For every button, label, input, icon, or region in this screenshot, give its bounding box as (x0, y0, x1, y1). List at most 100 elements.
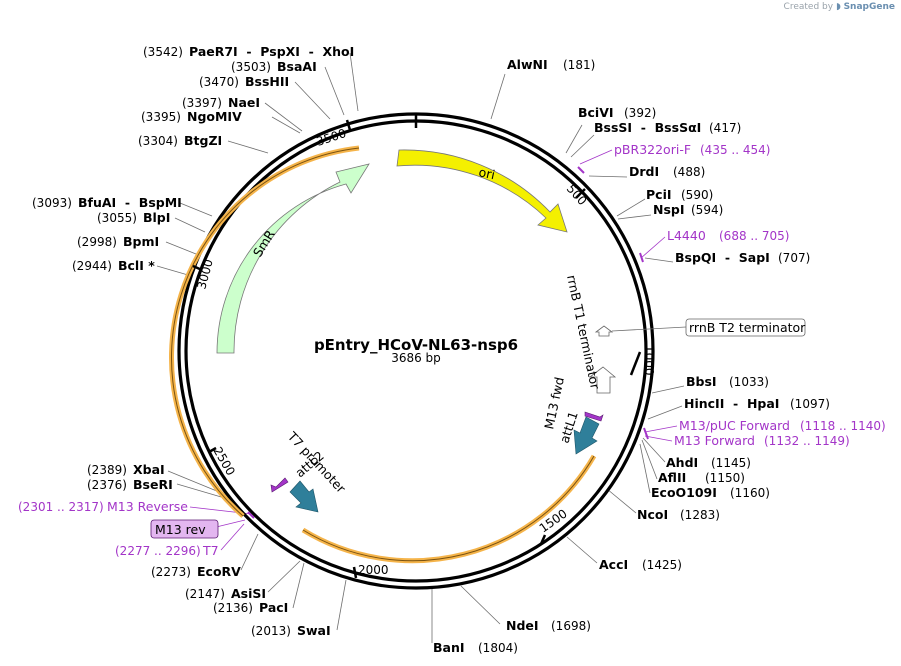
ring-ticks (192, 119, 642, 579)
site-alwni-pos: (181) (563, 58, 595, 72)
tick-2000: 2000 (358, 563, 389, 577)
attl1-feature-arrow[interactable] (573, 416, 600, 455)
site-bsssi[interactable]: BssSI - BssSαI (594, 120, 701, 135)
tick-1500: 1500 (537, 506, 570, 535)
site-bsaai[interactable]: BsaAI (277, 59, 317, 74)
m13-rev-label: M13 rev (155, 522, 206, 537)
site-ecoo109i-pos: (1160) (730, 486, 770, 500)
credit-brand: SnapGene (843, 2, 895, 12)
site-swai[interactable]: SwaI (297, 623, 331, 638)
site-ecoo109i[interactable]: EcoO109I (651, 485, 717, 500)
site-btgzi[interactable]: BtgZI (184, 133, 222, 148)
site-paci[interactable]: PacI (259, 600, 288, 615)
rrnb-t2-terminator-glyph[interactable] (594, 325, 687, 337)
site-paer7i[interactable]: PaeR7I - PspXI - XhoI (189, 44, 354, 59)
site-bani-pos: (1804) (478, 641, 518, 655)
site-blpi[interactable]: BlpI (143, 210, 170, 225)
site-paci-pos: (2136) (213, 601, 253, 615)
site-xbai[interactable]: XbaI (133, 462, 165, 477)
site-bsaai-pos: (3503) (231, 60, 271, 74)
primer-m13-reverse-range: (2301 .. 2317) (18, 500, 104, 514)
site-aflii[interactable]: AflII (658, 470, 686, 485)
site-blpi-pos: (3055) (97, 211, 137, 225)
primer-ring-marks (247, 166, 649, 519)
rrnb-t1-terminator-glyph[interactable] (588, 366, 617, 394)
site-bani[interactable]: BanI (433, 640, 465, 655)
site-asisi-pos: (2147) (185, 587, 225, 601)
site-ecorv[interactable]: EcoRV (197, 564, 241, 579)
ori-feature-arrow[interactable] (396, 149, 568, 233)
site-bfuai[interactable]: BfuAI - BspMI (78, 195, 182, 210)
rrnb-t2-label-box: rrnB T2 terminator (685, 318, 806, 337)
primer-t7-range: (2277 .. 2296) (115, 544, 201, 558)
site-nspi[interactable]: NspI (653, 202, 685, 217)
site-bspqi-pos: (707) (778, 251, 810, 265)
highlight-arc-bottom-edge (302, 455, 595, 562)
site-bcivi[interactable]: BciVI (578, 105, 614, 120)
snapgene-logo-icon: ◗ (835, 2, 841, 12)
primer-m13puc-forward[interactable]: M13/pUC Forward (679, 418, 790, 433)
primer-pbr322ori-f[interactable]: pBR322ori-F (614, 142, 691, 157)
site-ngomiv[interactable]: NgoMIV (187, 109, 242, 124)
site-acci-pos: (1425) (642, 558, 682, 572)
primer-l4440[interactable]: L4440 (667, 228, 706, 243)
highlight-arc-left (168, 145, 360, 518)
site-ecorv-pos: (2273) (151, 565, 191, 579)
site-drdi[interactable]: DrdI (629, 164, 659, 179)
site-asisi[interactable]: AsiSI (231, 586, 266, 601)
site-bpmi-pos: (2998) (77, 235, 117, 249)
site-alwni[interactable]: AlwNI (507, 57, 548, 72)
tick-1000: 1000 (642, 345, 656, 376)
primer-t7[interactable]: T7 (202, 543, 219, 558)
site-ncoi[interactable]: NcoI (637, 507, 668, 522)
site-hincii[interactable]: HincII - HpaI (684, 396, 779, 411)
site-bbsi[interactable]: BbsI (686, 374, 717, 389)
site-pcii-pos: (590) (681, 188, 713, 202)
site-ndei[interactable]: NdeI (506, 618, 539, 633)
highlight-arcs (168, 145, 597, 564)
rrnb-t2-label: rrnB T2 terminator (689, 320, 806, 335)
site-btgzi-pos: (3304) (138, 134, 178, 148)
site-bfuai-pos: (3093) (32, 196, 72, 210)
ori-label: ori (477, 164, 496, 182)
credit-prefix: Created by (783, 2, 834, 12)
site-bseri[interactable]: BseRI (133, 477, 173, 492)
site-bcli[interactable]: BclI * (118, 258, 155, 273)
site-ncoi-pos: (1283) (680, 508, 720, 522)
site-naei[interactable]: NaeI (228, 95, 260, 110)
m13-rev-label-box[interactable]: M13 rev (150, 519, 219, 539)
site-bcli-pos: (2944) (72, 259, 112, 273)
site-paer7i-pos: (3542) (143, 45, 183, 59)
plasmid-size: 3686 bp (391, 351, 441, 365)
site-xbai-pos: (2389) (87, 463, 127, 477)
primer-m13puc-forward-range: (1118 .. 1140) (800, 419, 886, 433)
site-bspqi[interactable]: BspQI - SapI (675, 250, 770, 265)
site-bpmi[interactable]: BpmI (123, 234, 159, 249)
site-ahdi-pos: (1145) (711, 456, 751, 470)
site-pcii[interactable]: PciI (646, 187, 672, 202)
m13-fwd-glyph[interactable] (584, 411, 604, 422)
site-acci[interactable]: AccI (599, 557, 628, 572)
primer-m13-forward-range: (1132 .. 1149) (764, 434, 850, 448)
attl2-feature-arrow[interactable] (289, 480, 319, 513)
leader-lines (156, 52, 685, 643)
primer-pbr322ori-f-range: (435 .. 454) (700, 143, 770, 157)
snapgene-credit: Created by ◗ SnapGene (784, 2, 895, 12)
site-bbsi-pos: (1033) (729, 375, 769, 389)
site-ndei-pos: (1698) (551, 619, 591, 633)
site-bsshii[interactable]: BssHII (245, 74, 289, 89)
site-aflii-pos: (1150) (705, 471, 745, 485)
primer-m13-forward[interactable]: M13 Forward (674, 433, 755, 448)
smr-feature-arrow[interactable] (216, 163, 370, 354)
site-hincii-pos: (1097) (790, 397, 830, 411)
t7-promoter-glyph[interactable] (270, 477, 289, 493)
site-drdi-pos: (488) (673, 165, 705, 179)
primer-labels: pBR322ori-F (435 .. 454) L4440 (688 .. 7… (18, 142, 886, 558)
site-ngomiv-pos: (3395) (141, 110, 181, 124)
site-ahdi[interactable]: AhdI (666, 455, 698, 470)
site-swai-pos: (2013) (251, 624, 291, 638)
tick-3500: 3500 (315, 126, 348, 149)
site-bsssi-pos: (417) (709, 121, 741, 135)
primer-m13-reverse[interactable]: M13 Reverse (107, 499, 188, 514)
